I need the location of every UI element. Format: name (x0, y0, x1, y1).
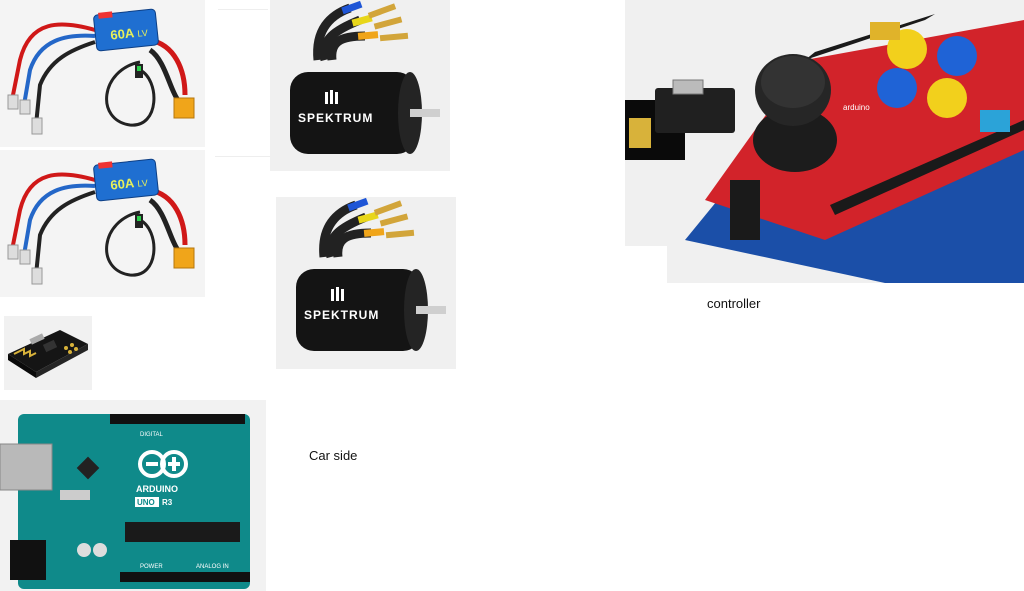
arduino-revision-text: R3 (162, 498, 173, 507)
separator-line (218, 9, 268, 10)
controller-caption: controller (707, 296, 761, 311)
controller-image: arduino (625, 0, 1024, 283)
separator-line (215, 156, 270, 157)
esc-voltage-text: LV (137, 178, 148, 189)
esc-image-1: 60A LV (0, 0, 205, 147)
car-side-caption: Car side (309, 448, 358, 463)
esc-image-2: 60A LV (0, 150, 205, 297)
motor-brand-text: SPEKTRUM (298, 111, 373, 125)
motor-image-1: SPEKTRUM (270, 0, 450, 171)
arduino-brand-text: ARDUINO (136, 484, 178, 494)
esc-voltage-text: LV (137, 28, 148, 39)
motor-image-2: SPEKTRUM (276, 197, 456, 369)
esc-rating-text: 60A (110, 175, 136, 192)
motor-brand-text: SPEKTRUM (304, 308, 379, 322)
arduino-digital-text: DIGITAL (140, 432, 164, 438)
esc-rating-text: 60A (110, 25, 136, 42)
radio-module-image (4, 316, 92, 390)
arduino-analog-text: ANALOG IN (196, 564, 229, 570)
arduino-power-text: POWER (140, 564, 163, 570)
arduino-model-text: UNO (137, 498, 155, 507)
shield-board-text: arduino (843, 103, 870, 112)
arduino-uno-image: ARDUINO UNO R3 DIGITAL ANALOG IN POWER (0, 400, 266, 591)
